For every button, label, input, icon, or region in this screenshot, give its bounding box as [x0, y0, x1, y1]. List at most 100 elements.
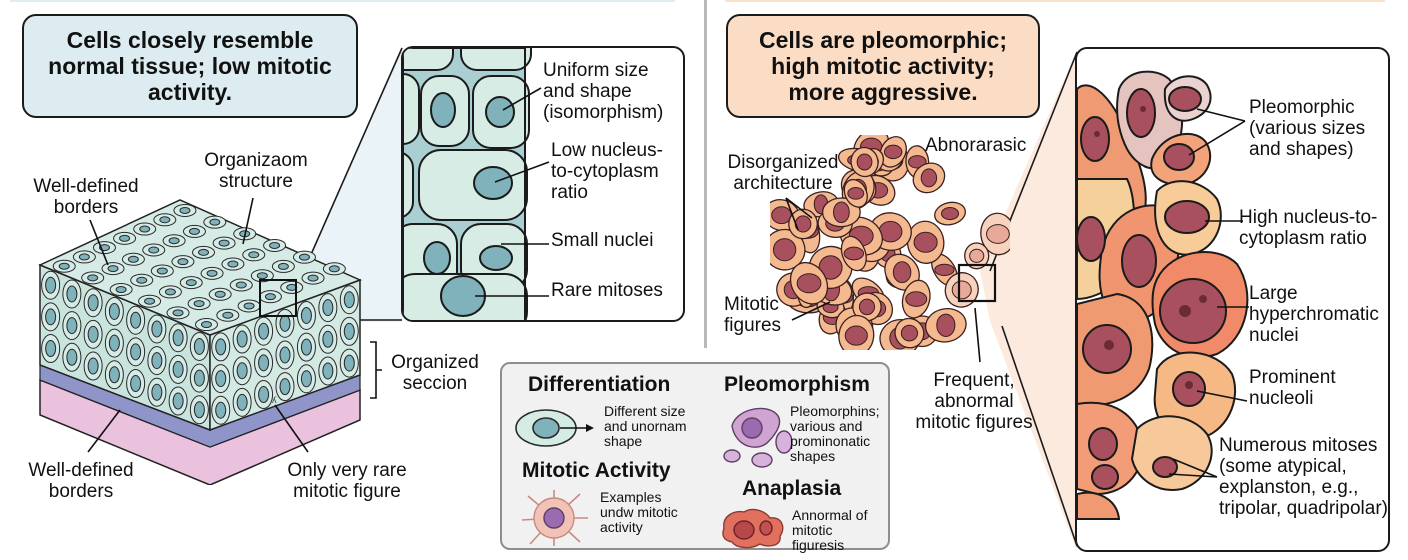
- tumor-nucleus: [892, 261, 912, 284]
- tumor-nucleus: [936, 313, 956, 337]
- tissue-nucleus: [66, 285, 78, 303]
- tumor-nucleus: [905, 291, 928, 307]
- tissue-nucleus: [130, 343, 142, 361]
- tumor-nucleus: [844, 325, 868, 346]
- tumor-nucleus: [883, 144, 903, 160]
- tissue-nucleus: [215, 370, 227, 388]
- tissue-nucleus: [130, 311, 142, 329]
- tissue-nucleus: [258, 354, 270, 372]
- tissue-nucleus: [151, 383, 163, 401]
- tissue-nucleus: [87, 325, 99, 343]
- legend-text-anaplasia: Annormal of mitotic figuresis: [792, 507, 868, 553]
- tissue-nucleus: [115, 286, 127, 294]
- tissue-nucleus: [300, 370, 312, 388]
- anaplastic-cell-icon: [722, 508, 784, 549]
- tissue-nucleus: [307, 274, 319, 282]
- label-organized-section: Organized seccion: [391, 352, 479, 394]
- tumor-nucleus: [858, 298, 876, 316]
- tumor-nucleus: [833, 201, 850, 224]
- tissue-nucleus: [130, 375, 142, 393]
- tissue-nucleus: [215, 401, 227, 419]
- tissue-nucleus: [188, 227, 200, 235]
- tumor-nucleus: [951, 280, 972, 300]
- tissue-nucleus: [206, 269, 218, 277]
- tissue-nucleus: [136, 276, 148, 284]
- tissue-nucleus: [87, 274, 99, 282]
- tissue-nucleus: [243, 302, 255, 310]
- tissue-nucleus: [227, 260, 239, 268]
- tumor-nucleus: [969, 248, 985, 263]
- tissue-nucleus: [87, 357, 99, 375]
- tumor-nucleus: [900, 324, 919, 342]
- tumor-nucleus: [986, 224, 1010, 244]
- zoom-label-low-nc-ratio: Low nucleus- to-cytoplasm ratio: [551, 140, 663, 203]
- legend-text-differentiation: Different size and unornam shape: [604, 403, 687, 449]
- label-organization-structure: Organizaom structure: [204, 150, 308, 192]
- tissue-nucleus: [172, 329, 184, 347]
- legend-title-anaplasia: Anaplasia: [742, 477, 842, 500]
- tissue-nucleus: [279, 378, 291, 396]
- tumor-nucleus: [913, 231, 938, 253]
- tumor-nucleus: [847, 187, 865, 200]
- tissue-nucleus: [209, 218, 221, 226]
- tissue-nucleus: [343, 322, 355, 340]
- tissue-nucleus: [235, 281, 247, 289]
- tissue-nucleus: [258, 322, 270, 340]
- tissue-nucleus: [198, 248, 210, 256]
- normal-cells-closeup: [403, 48, 550, 320]
- tumor-nucleus: [796, 273, 822, 294]
- tissue-nucleus: [148, 246, 160, 254]
- tissue-nucleus: [279, 346, 291, 364]
- tumor-nucleus: [934, 263, 955, 277]
- tissue-nucleus: [277, 262, 289, 270]
- tissue-nucleus: [66, 317, 78, 335]
- label-well-defined-borders-bottom: Well-defined borders: [28, 460, 134, 502]
- tissue-nucleus: [107, 265, 119, 273]
- label-frequent-abnormal-mitoses: Frequent, abnormal mitotic figures: [915, 370, 1033, 433]
- tissue-nucleus: [45, 308, 57, 326]
- tissue-nucleus: [193, 337, 205, 355]
- zoom-label-small-nuclei: Small nuclei: [551, 230, 654, 251]
- tumor-nucleus: [856, 153, 873, 171]
- right-top-strip: [725, 0, 1385, 2]
- tissue-nucleus: [300, 306, 312, 324]
- tissue-nucleus: [164, 288, 176, 296]
- tissue-nucleus: [269, 241, 281, 249]
- zoom-region-marker: [259, 279, 297, 317]
- pleomorphic-cells-zoom-box: Pleomorphic (various sizes and shapes) H…: [1075, 47, 1390, 552]
- tissue-nucleus: [328, 265, 340, 273]
- left-top-strip: [10, 0, 675, 2]
- label-rare-mitotic-figure: Only very rare mitotic figure: [287, 460, 407, 502]
- zoom-label-numerous-mitoses: Numerous mitoses (some atypical, explans…: [1219, 435, 1388, 519]
- tissue-nucleus: [179, 206, 191, 214]
- tissue-nucleus: [127, 255, 139, 263]
- tissue-nucleus: [264, 293, 276, 301]
- tissue-nucleus: [322, 330, 334, 348]
- tissue-nucleus: [322, 299, 334, 317]
- zoom-label-rare-mitoses: Rare mitoses: [551, 280, 663, 301]
- pleomorphic-cell-icon: [723, 407, 793, 468]
- tissue-nucleus: [45, 340, 57, 358]
- tissue-nucleus: [343, 291, 355, 309]
- legend-title-mitotic-activity: Mitotic Activity: [522, 459, 671, 482]
- normal-cells-zoom-box: Uniform size and shape (isomorphism) Low…: [401, 46, 685, 322]
- tissue-nucleus: [168, 237, 180, 245]
- tissue-nucleus: [256, 272, 268, 280]
- tissue-nucleus: [236, 362, 248, 380]
- tissue-nucleus: [151, 352, 163, 370]
- label-abnormal: Abnorarasic: [925, 135, 1027, 156]
- tissue-nucleus: [87, 294, 99, 312]
- tissue-nucleus: [108, 302, 120, 320]
- tissue-nucleus: [258, 386, 270, 404]
- tissue-nucleus: [172, 392, 184, 410]
- tissue-nucleus: [214, 290, 226, 298]
- tissue-nucleus: [58, 262, 70, 270]
- tissue-nucleus: [151, 320, 163, 338]
- legend-title-pleomorphism: Pleomorphism: [724, 373, 870, 396]
- zoom-label-prominent-nucleoli: Prominent nucleoli: [1249, 367, 1336, 409]
- tissue-nucleus: [156, 267, 168, 275]
- tissue-nucleus: [322, 362, 334, 380]
- tissue-nucleus: [193, 369, 205, 387]
- tissue-nucleus: [108, 334, 120, 352]
- pleomorphic-cells-closeup: [1077, 70, 1249, 520]
